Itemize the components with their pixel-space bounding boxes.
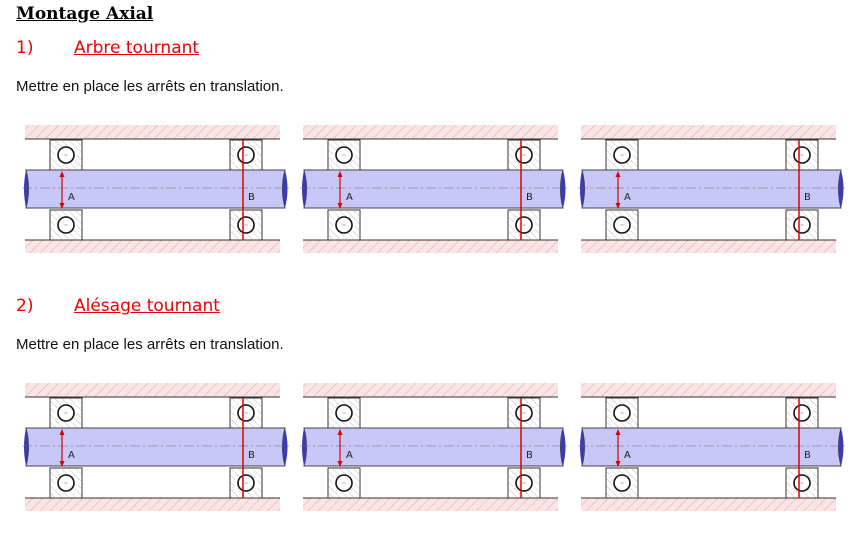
ball-bearing xyxy=(605,139,639,171)
ball-bearing xyxy=(327,209,361,241)
housing-bottom xyxy=(581,239,836,253)
bearing-assembly-diagram: A B xyxy=(578,125,848,253)
arrow-A xyxy=(59,171,65,209)
ball-bearing xyxy=(507,467,541,499)
section-number: 2) xyxy=(16,296,34,316)
label-B: B xyxy=(804,450,811,461)
section-1-instruction: Mettre en place les arrêts en translatio… xyxy=(16,78,284,95)
ball-bearing xyxy=(507,209,541,241)
ball-bearing xyxy=(229,397,263,429)
label-A: A xyxy=(346,192,353,203)
section-number: 1) xyxy=(16,38,34,58)
ball-bearing xyxy=(785,209,819,241)
label-A: A xyxy=(624,192,631,203)
shaft xyxy=(24,427,288,467)
bearing-assembly-diagram: A B xyxy=(300,125,570,253)
ball-bearing xyxy=(605,397,639,429)
ball-bearing xyxy=(229,139,263,171)
ball-bearing xyxy=(49,139,83,171)
housing-bottom xyxy=(303,239,558,253)
shaft xyxy=(580,169,844,209)
arrow-A xyxy=(615,171,621,209)
ball-bearing xyxy=(507,397,541,429)
housing-bottom xyxy=(25,239,280,253)
housing-bottom xyxy=(303,497,558,511)
housing-top xyxy=(25,383,280,398)
ball-bearing xyxy=(49,397,83,429)
label-B: B xyxy=(526,192,533,203)
ball-bearing xyxy=(605,209,639,241)
bearing-assembly-diagram: A B xyxy=(22,125,292,253)
arrow-A xyxy=(59,429,65,467)
section-1-heading: 1) Arbre tournant xyxy=(16,38,199,58)
label-A: A xyxy=(68,450,75,461)
ball-bearing xyxy=(327,467,361,499)
page-title: Montage Axial xyxy=(16,4,154,24)
section-title: Arbre tournant xyxy=(74,38,200,58)
shaft xyxy=(302,427,566,467)
ball-bearing xyxy=(785,139,819,171)
label-A: A xyxy=(346,450,353,461)
label-B: B xyxy=(248,450,255,461)
ball-bearing xyxy=(785,397,819,429)
section-title: Alésage tournant xyxy=(74,296,220,316)
label-B: B xyxy=(526,450,533,461)
section-2-instruction: Mettre en place les arrêts en translatio… xyxy=(16,336,284,353)
housing-top xyxy=(25,125,280,140)
ball-bearing xyxy=(507,139,541,171)
label-A: A xyxy=(68,192,75,203)
housing-top xyxy=(303,383,558,398)
ball-bearing xyxy=(229,209,263,241)
housing-bottom xyxy=(581,497,836,511)
housing-top xyxy=(581,383,836,398)
section-2-heading: 2) Alésage tournant xyxy=(16,296,220,316)
arrow-A xyxy=(337,429,343,467)
ball-bearing xyxy=(785,467,819,499)
ball-bearing xyxy=(327,139,361,171)
bearing-assembly-diagram: A B xyxy=(300,383,570,511)
label-B: B xyxy=(804,192,811,203)
arrow-A xyxy=(337,171,343,209)
label-A: A xyxy=(624,450,631,461)
ball-bearing xyxy=(605,467,639,499)
ball-bearing xyxy=(229,467,263,499)
label-B: B xyxy=(248,192,255,203)
ball-bearing xyxy=(327,397,361,429)
ball-bearing xyxy=(49,467,83,499)
housing-top xyxy=(581,125,836,140)
shaft xyxy=(302,169,566,209)
arrow-A xyxy=(615,429,621,467)
bearing-assembly-diagram: A B xyxy=(578,383,848,511)
housing-bottom xyxy=(25,497,280,511)
shaft xyxy=(580,427,844,467)
bearing-assembly-diagram: A B xyxy=(22,383,292,511)
ball-bearing xyxy=(49,209,83,241)
shaft xyxy=(24,169,288,209)
housing-top xyxy=(303,125,558,140)
